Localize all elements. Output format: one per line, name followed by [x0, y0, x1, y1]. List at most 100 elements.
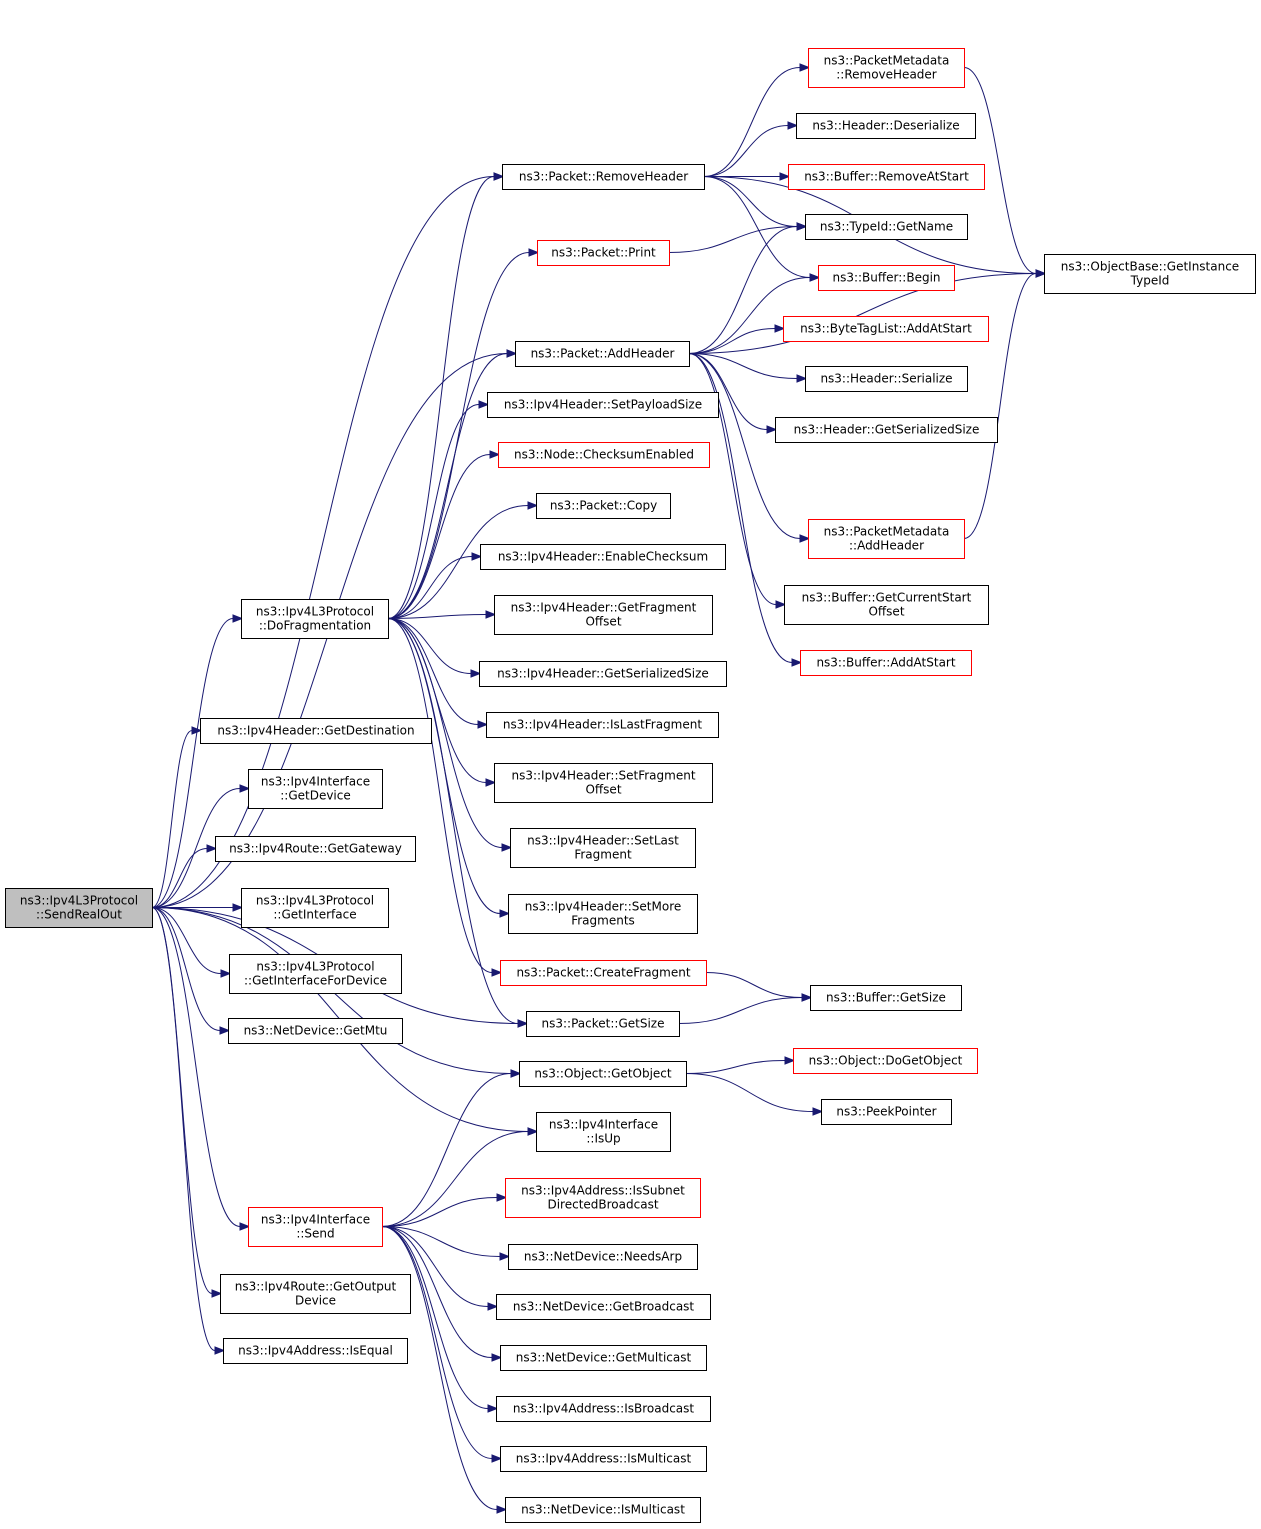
- function-node-packet-print[interactable]: ns3::Packet::Print: [537, 240, 670, 266]
- node-box: [526, 1011, 680, 1037]
- node-box: [220, 1274, 411, 1314]
- call-edge: [387, 505, 529, 619]
- function-node-get-destination[interactable]: ns3::Ipv4Header::GetDestination: [200, 718, 432, 744]
- arrowhead: [478, 400, 490, 409]
- node-label: ns3::Ipv4Interface: [549, 1118, 658, 1132]
- function-node-addr-is-equal[interactable]: ns3::Ipv4Address::IsEqual: [223, 1338, 408, 1364]
- node-label: ns3::Ipv4Address::IsSubnet: [521, 1184, 685, 1198]
- node-box: [805, 366, 968, 392]
- function-node-addr-is-subnet-directed-broadcast[interactable]: ns3::Ipv4Address::IsSubnetDirectedBroadc…: [505, 1178, 701, 1218]
- call-edge: [703, 176, 798, 227]
- function-node-send-real-out[interactable]: ns3::Ipv4L3Protocol::SendRealOut: [5, 888, 153, 928]
- arrowhead: [796, 222, 808, 231]
- function-node-iface-is-up[interactable]: ns3::Ipv4Interface::IsUp: [536, 1112, 671, 1152]
- function-node-packet-get-size[interactable]: ns3::Packet::GetSize: [526, 1011, 680, 1037]
- node-label: ns3::Ipv4Header::SetMore: [525, 900, 682, 914]
- node-label: ::GetInterface: [273, 908, 356, 922]
- function-node-meta-remove-header[interactable]: ns3::PacketMetadata::RemoveHeader: [808, 48, 965, 88]
- function-node-typeid-get-name[interactable]: ns3::TypeId::GetName: [805, 214, 968, 240]
- function-node-addr-is-broadcast[interactable]: ns3::Ipv4Address::IsBroadcast: [496, 1396, 711, 1422]
- function-node-netdev-get-broadcast[interactable]: ns3::NetDevice::GetBroadcast: [496, 1294, 711, 1320]
- function-node-packet-copy[interactable]: ns3::Packet::Copy: [536, 493, 671, 519]
- function-node-node-checksum-enabled[interactable]: ns3::Node::ChecksumEnabled: [498, 442, 710, 468]
- function-node-packet-add-header[interactable]: ns3::Packet::AddHeader: [515, 341, 690, 367]
- function-node-addr-is-multicast[interactable]: ns3::Ipv4Address::IsMulticast: [500, 1446, 707, 1472]
- node-label: ns3::Buffer::RemoveAtStart: [804, 170, 969, 184]
- arrowhead: [232, 903, 244, 912]
- node-label: ::SendRealOut: [36, 908, 122, 922]
- call-edge: [688, 328, 776, 354]
- function-node-meta-add-header[interactable]: ns3::PacketMetadata::AddHeader: [808, 519, 965, 559]
- call-edge: [387, 618, 519, 1024]
- function-node-object-get-object[interactable]: ns3::Object::GetObject: [519, 1061, 687, 1087]
- function-node-netdev-get-mtu[interactable]: ns3::NetDevice::GetMtu: [228, 1018, 403, 1044]
- arrowhead: [787, 121, 799, 130]
- node-box: [502, 164, 705, 190]
- function-node-hdr-get-serialized-size[interactable]: ns3::Ipv4Header::GetSerializedSize: [479, 661, 727, 687]
- arrowhead: [487, 1302, 499, 1311]
- function-node-buffer-begin[interactable]: ns3::Buffer::Begin: [818, 265, 955, 291]
- node-box: [496, 1294, 711, 1320]
- function-node-l3-get-interface[interactable]: ns3::Ipv4L3Protocol::GetInterface: [241, 888, 389, 928]
- node-label: ns3::ByteTagList::AddAtStart: [800, 322, 972, 336]
- call-edge: [688, 273, 1037, 354]
- function-node-header-serialize[interactable]: ns3::Header::Serialize: [805, 366, 968, 392]
- call-edge: [387, 404, 480, 619]
- function-node-bytetaglist-add-at-start[interactable]: ns3::ByteTagList::AddAtStart: [783, 316, 989, 342]
- node-box: [783, 316, 989, 342]
- node-box: [494, 763, 713, 803]
- node-label: ns3::Ipv4Header::GetSerializedSize: [497, 667, 709, 681]
- arrowhead: [191, 726, 203, 735]
- arrowhead: [489, 450, 501, 459]
- node-label: ns3::Ipv4Header::IsLastFragment: [503, 718, 702, 732]
- node-box: [775, 417, 998, 443]
- function-node-buffer-get-size[interactable]: ns3::Buffer::GetSize: [810, 985, 962, 1011]
- arrowhead: [809, 273, 821, 282]
- function-node-buffer-remove-at-start[interactable]: ns3::Buffer::RemoveAtStart: [788, 164, 985, 190]
- function-node-l3-get-iface-for-device[interactable]: ns3::Ipv4L3Protocol::GetInterfaceForDevi…: [229, 954, 402, 994]
- node-box: [508, 894, 698, 934]
- function-node-peek-pointer[interactable]: ns3::PeekPointer: [821, 1099, 952, 1125]
- function-node-packet-remove-header[interactable]: ns3::Packet::RemoveHeader: [502, 164, 705, 190]
- call-edge: [685, 1060, 786, 1074]
- arrowhead: [206, 844, 218, 853]
- function-node-netdev-needs-arp[interactable]: ns3::NetDevice::NeedsArp: [508, 1244, 698, 1270]
- function-node-netdev-is-multicast[interactable]: ns3::NetDevice::IsMulticast: [505, 1497, 701, 1523]
- call-edge: [381, 1226, 501, 1257]
- function-node-header-get-serialized-size[interactable]: ns3::Header::GetSerializedSize: [775, 417, 998, 443]
- function-node-hdr-is-last-fragment[interactable]: ns3::Ipv4Header::IsLastFragment: [486, 712, 719, 738]
- arrowhead: [493, 172, 505, 181]
- node-box: [228, 1018, 403, 1044]
- call-edge: [705, 972, 803, 998]
- node-box: [500, 1446, 707, 1472]
- node-label: Offset: [585, 615, 621, 629]
- function-node-hdr-enable-checksum[interactable]: ns3::Ipv4Header::EnableChecksum: [480, 544, 726, 570]
- call-edge: [381, 1226, 489, 1307]
- function-node-netdev-get-multicast[interactable]: ns3::NetDevice::GetMulticast: [500, 1345, 707, 1371]
- function-node-do-fragmentation[interactable]: ns3::Ipv4L3Protocol::DoFragmentation: [241, 599, 389, 639]
- arrowhead: [219, 1026, 231, 1035]
- arrowhead: [471, 552, 483, 561]
- call-edge: [151, 176, 495, 908]
- node-label: ns3::ObjectBase::GetInstance: [1061, 260, 1239, 274]
- function-node-packet-create-fragment[interactable]: ns3::Packet::CreateFragment: [500, 960, 707, 986]
- function-node-header-deserialize[interactable]: ns3::Header::Deserialize: [796, 113, 976, 139]
- function-node-iface-get-device[interactable]: ns3::Ipv4Interface::GetDevice: [248, 769, 383, 809]
- function-node-object-do-get-object[interactable]: ns3::Object::DoGetObject: [793, 1048, 978, 1074]
- node-label: ns3::Ipv4Route::GetGateway: [229, 842, 402, 856]
- function-node-iface-send[interactable]: ns3::Ipv4Interface::Send: [248, 1207, 383, 1247]
- node-label: ns3::Ipv4Address::IsBroadcast: [513, 1402, 695, 1416]
- node-label: ns3::PacketMetadata: [824, 525, 950, 539]
- function-node-buffer-add-at-start[interactable]: ns3::Buffer::AddAtStart: [800, 650, 972, 676]
- function-node-hdr-set-payload-size[interactable]: ns3::Ipv4Header::SetPayloadSize: [487, 392, 719, 418]
- call-edge: [381, 1073, 512, 1227]
- node-label: DirectedBroadcast: [547, 1198, 658, 1212]
- function-node-route-get-gateway[interactable]: ns3::Ipv4Route::GetGateway: [215, 836, 416, 862]
